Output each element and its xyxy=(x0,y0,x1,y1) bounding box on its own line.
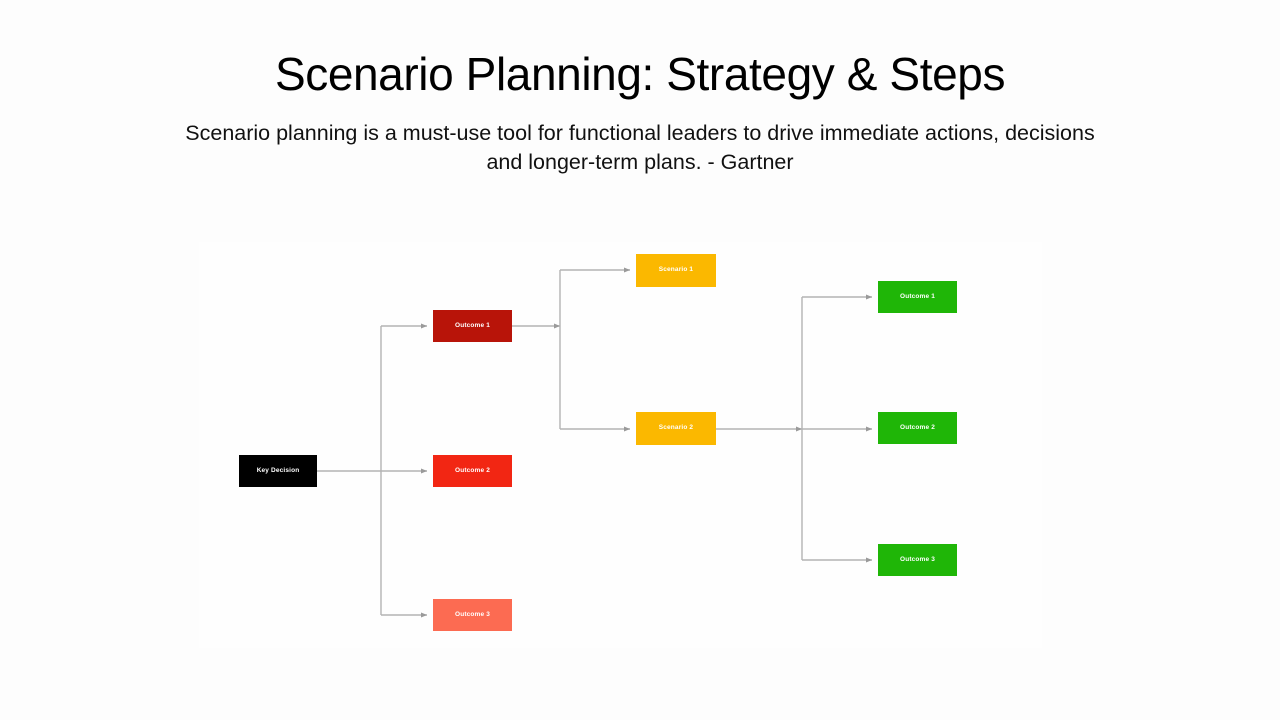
node-scenario-1[interactable]: Scenario 1 xyxy=(636,254,716,287)
node-outcome-red-3[interactable]: Outcome 3 xyxy=(433,599,512,631)
scenario-planning-diagram: Key Decision Outcome 1 Outcome 2 Outcome… xyxy=(199,242,1042,648)
node-outcome-red-1[interactable]: Outcome 1 xyxy=(433,310,512,342)
node-outcome-green-1[interactable]: Outcome 1 xyxy=(878,281,957,313)
diagram-connectors xyxy=(317,267,873,618)
node-key-decision[interactable]: Key Decision xyxy=(239,455,317,487)
node-outcome-green-3[interactable]: Outcome 3 xyxy=(878,544,957,576)
node-outcome-red-2[interactable]: Outcome 2 xyxy=(433,455,512,487)
page-title: Scenario Planning: Strategy & Steps xyxy=(274,48,1006,100)
slide-header: Scenario Planning: Strategy & Steps Scen… xyxy=(140,48,1140,177)
node-outcome-green-2[interactable]: Outcome 2 xyxy=(878,412,957,444)
page-subtitle: Scenario planning is a must-use tool for… xyxy=(185,120,1095,175)
node-scenario-2[interactable]: Scenario 2 xyxy=(636,412,716,445)
